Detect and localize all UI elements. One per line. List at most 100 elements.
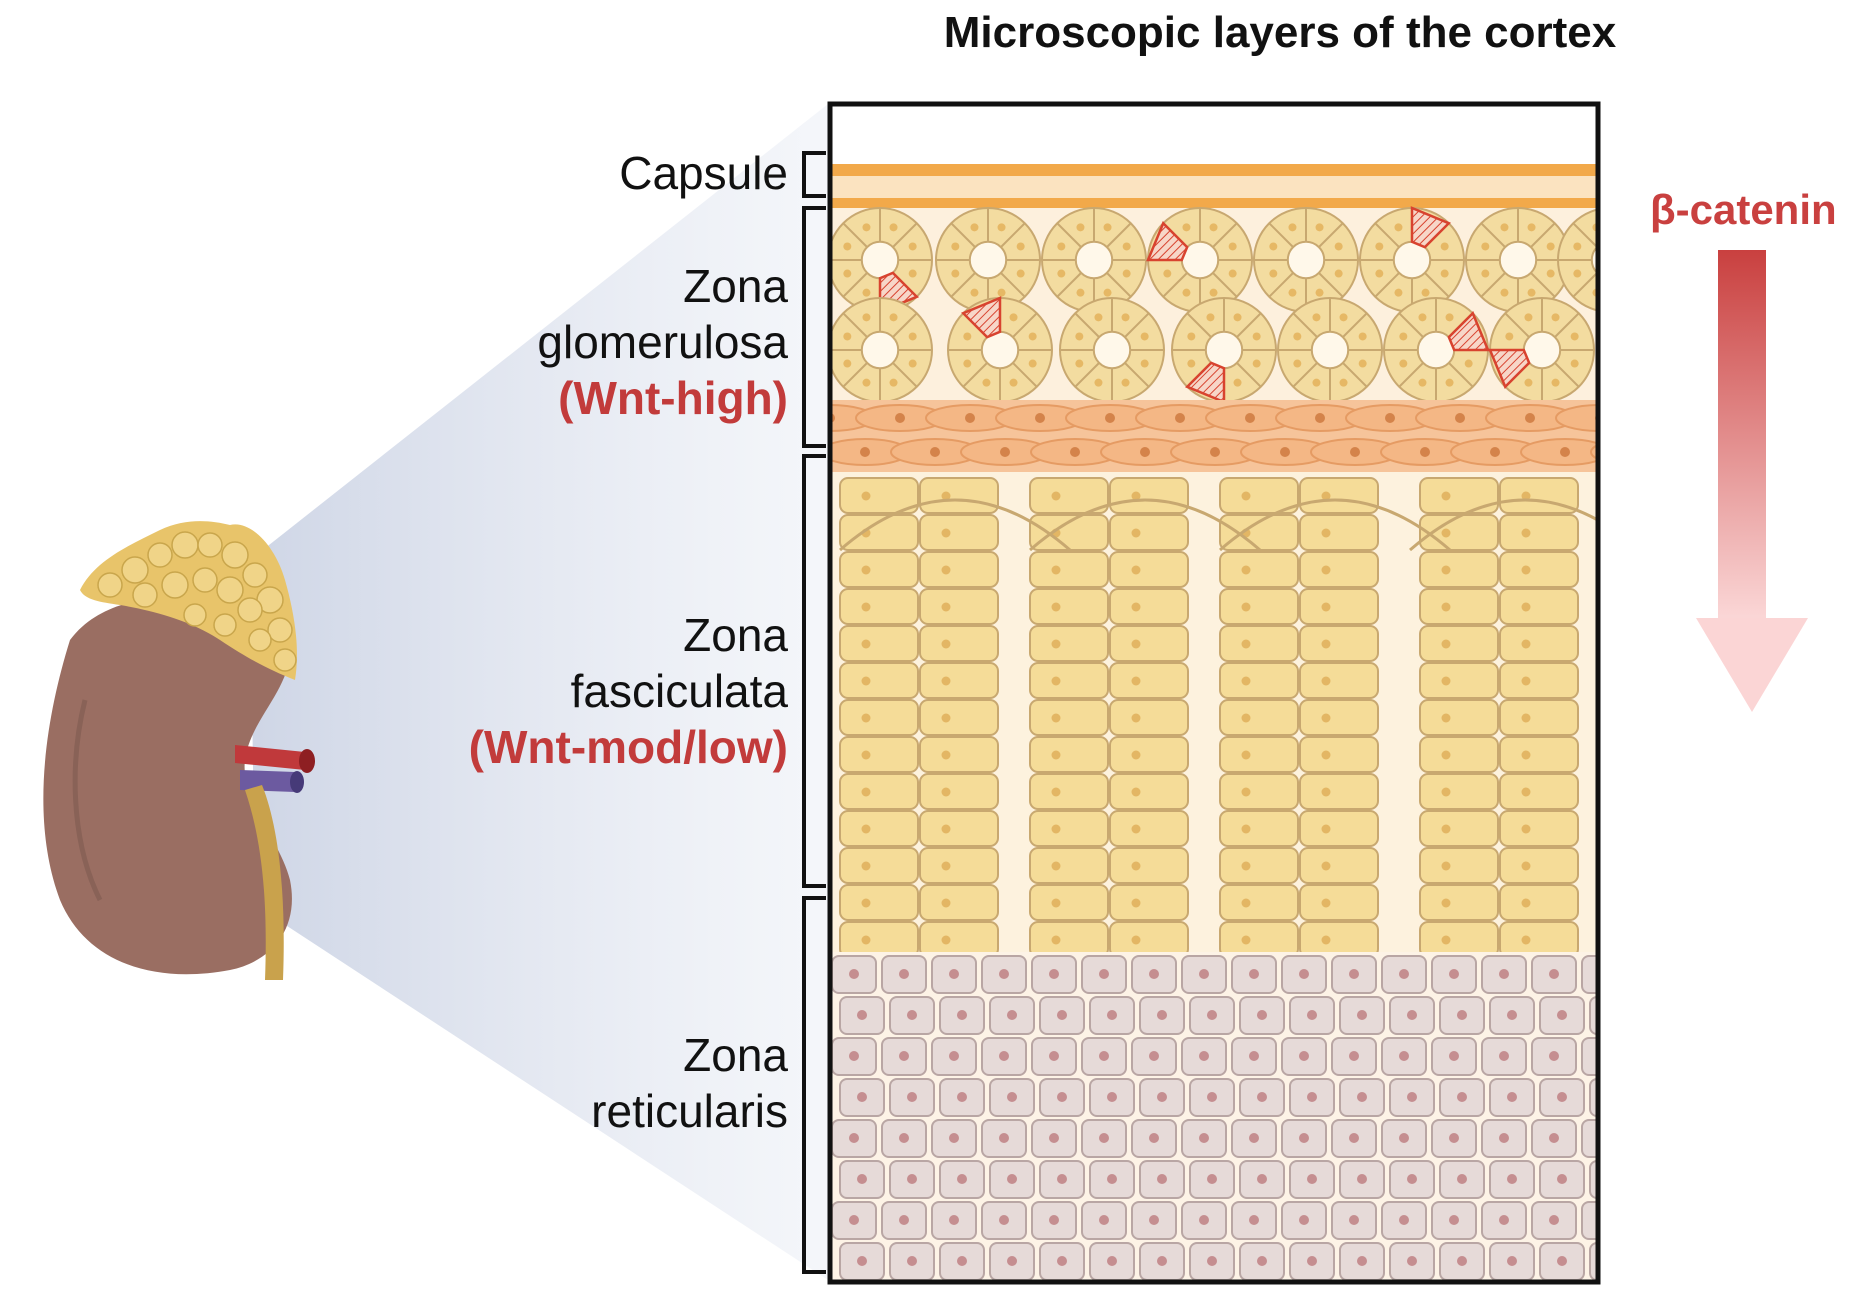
reticularis-cell (1581, 1119, 1598, 1158)
fasciculata-column (839, 477, 919, 958)
reticularis-cell (881, 1037, 927, 1076)
reticularis-cell (1439, 1078, 1485, 1117)
reticularis-cell (1081, 1037, 1127, 1076)
down-arrow-icon (1696, 250, 1808, 712)
reticularis-cell (1331, 1201, 1377, 1240)
reticularis-cell (1381, 1201, 1427, 1240)
reticularis-cell (1289, 996, 1335, 1035)
reticularis-cell (1331, 1119, 1377, 1158)
fasciculata-line1: Zona (683, 609, 788, 661)
diagram-title: Microscopic layers of the cortex (943, 8, 1617, 57)
capsule-label: Capsule (619, 145, 788, 201)
reticularis-cell (831, 1037, 877, 1076)
reticularis-cell (1031, 1037, 1077, 1076)
reticularis-cell (1039, 1160, 1085, 1199)
fibroblast-cell (1520, 438, 1598, 466)
fasciculata-column (1029, 477, 1109, 958)
reticularis-cell (1139, 1242, 1185, 1281)
reticularis-cell (1031, 1119, 1077, 1158)
reticularis-cell (989, 1160, 1035, 1199)
reticularis-cell (989, 996, 1035, 1035)
reticularis-cell (839, 1160, 885, 1199)
reticularis-cell (1231, 955, 1277, 994)
reticularis-cell (1331, 1037, 1377, 1076)
fasciculata-arch (1219, 498, 1451, 552)
reticularis-cell (1431, 1037, 1477, 1076)
reticularis-cell (1439, 996, 1485, 1035)
glomerulosa-rosette (1146, 207, 1253, 313)
fibroblast-cell (855, 404, 945, 432)
reticularis-cell (1431, 1119, 1477, 1158)
reticularis-cell (939, 1160, 985, 1199)
reticularis-cell (1281, 1201, 1327, 1240)
reticularis-cell (981, 1119, 1027, 1158)
reticularis-cell (989, 1078, 1035, 1117)
reticularis-cell (1481, 1037, 1527, 1076)
reticularis-cell (1531, 1037, 1577, 1076)
reticularis-cell (1139, 1160, 1185, 1199)
fasciculata-arch (839, 498, 1071, 552)
fasciculata-bracket (802, 454, 826, 888)
reticularis-cell (1331, 955, 1377, 994)
reticularis-cell (1531, 1201, 1577, 1240)
reticularis-cell (1189, 1242, 1235, 1281)
reticularis-cell (1489, 1242, 1535, 1281)
reticularis-cell (939, 1242, 985, 1281)
reticularis-cell (1389, 1078, 1435, 1117)
reticularis-cell (1281, 955, 1327, 994)
glomerulosa-rosette (1171, 297, 1277, 404)
reticularis-cell (1039, 1242, 1085, 1281)
reticularis-cell (1081, 1119, 1127, 1158)
fasciculata-arch (1409, 498, 1598, 552)
reticularis-cell (1439, 1160, 1485, 1199)
reticularis-cell (889, 996, 935, 1035)
fasciculata-wnt-tag: (Wnt-mod/low) (468, 721, 788, 773)
reticularis-cell (1031, 955, 1077, 994)
fibroblast-cell (830, 438, 910, 466)
reticularis-cell (831, 1119, 877, 1158)
reticularis-cell (1089, 1242, 1135, 1281)
glomerulosa-rosette (1041, 207, 1147, 313)
fibroblast-cell (1450, 438, 1540, 466)
reticularis-cell (1289, 1160, 1335, 1199)
glomerulosa-bracket (802, 206, 826, 448)
reticularis-cell (1081, 955, 1127, 994)
reticularis-cell (1181, 955, 1227, 994)
reticularis-cell (1389, 1160, 1435, 1199)
reticularis-cell (889, 1160, 935, 1199)
reticularis-cell (931, 955, 977, 994)
glomerulosa-wnt-tag: (Wnt-high) (558, 372, 788, 424)
reticularis-cell (1189, 1160, 1235, 1199)
reticularis-cell (931, 1037, 977, 1076)
glomerulosa-rosette (1488, 297, 1595, 403)
reticularis-cell (931, 1201, 977, 1240)
reticularis-cell (1439, 1242, 1485, 1281)
glomerulosa-rosette (935, 207, 1041, 313)
fibroblast-cell (1170, 438, 1260, 466)
fasciculata-column (1499, 477, 1579, 958)
fasciculata-column (1109, 477, 1189, 958)
zoom-cone (250, 104, 828, 1280)
glomerulosa-line1: Zona (683, 260, 788, 312)
reticularis-cell (1389, 1242, 1435, 1281)
reticularis-cell (1489, 1078, 1535, 1117)
reticularis-cell (1139, 1078, 1185, 1117)
fibroblast-cell (925, 404, 1015, 432)
beta-catenin-label: β-catenin (1650, 186, 1837, 233)
reticularis-cell (1239, 1242, 1285, 1281)
glomerulosa-layer (830, 206, 1598, 404)
cortex-box (827, 101, 1601, 1285)
reticularis-cell (1481, 1119, 1527, 1158)
reticularis-cell (1131, 1037, 1177, 1076)
reticularis-cell (1539, 1160, 1585, 1199)
reticularis-cell (1389, 996, 1435, 1035)
reticularis-cell (1039, 1078, 1085, 1117)
reticularis-cell (1181, 1037, 1227, 1076)
reticularis-cell (1539, 1242, 1585, 1281)
reticularis-cell (939, 1078, 985, 1117)
reticularis-cell (989, 1242, 1035, 1281)
glomerulosa-line2: glomerulosa (537, 316, 788, 368)
reticularis-cell (1339, 1242, 1385, 1281)
reticularis-cell (831, 955, 877, 994)
reticularis-cell (1089, 1160, 1135, 1199)
